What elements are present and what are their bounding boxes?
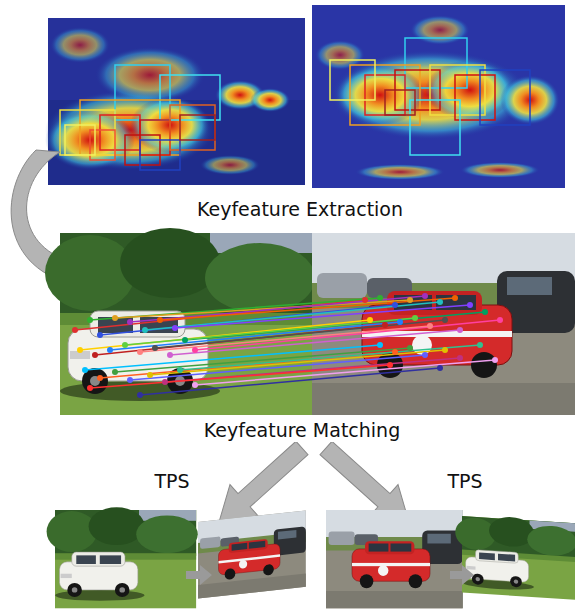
matching-photos bbox=[45, 228, 575, 415]
stage-label: Keyfeature Extraction bbox=[194, 199, 406, 221]
match-points bbox=[72, 293, 503, 398]
tps-results bbox=[47, 507, 575, 608]
result-arrows bbox=[186, 565, 474, 585]
heatmap-left bbox=[45, 18, 305, 185]
match-lines bbox=[75, 296, 500, 395]
method-label: TPS bbox=[444, 471, 485, 493]
method-label: TPS bbox=[151, 471, 192, 493]
stage-label: Keyfeature Matching bbox=[201, 420, 403, 442]
heatmap-right bbox=[312, 5, 565, 188]
